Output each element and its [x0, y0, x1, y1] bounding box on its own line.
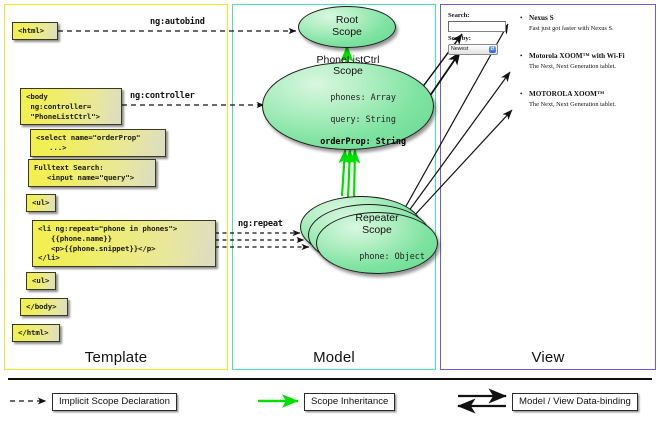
scope-repeater-properties: phone: Object — [329, 240, 425, 273]
sort-select[interactable]: Newest ⇵ — [448, 44, 498, 55]
phone-name[interactable]: Nexus S — [529, 14, 554, 22]
phone-name[interactable]: Motorola XOOM™ with Wi-Fi — [529, 52, 625, 60]
search-label: Search: — [448, 12, 470, 19]
column-label-model: Model — [313, 349, 355, 366]
sort-label: Sort by: — [448, 35, 471, 42]
bullet-icon: • — [520, 14, 523, 22]
template-box-ul-close-tag[interactable]: <ul> — [26, 272, 56, 290]
scope-root-title: Root Scope — [332, 14, 362, 38]
scope-phonelistctrl-title: PhoneListCtrl Scope — [316, 53, 380, 78]
template-box-body-controller-tag[interactable]: <body ng:controller= "PhoneListCtrl"> — [20, 88, 122, 126]
scope-phonelistctrl[interactable]: PhoneListCtrl Scope phones: Array query:… — [262, 54, 434, 150]
legend-divider — [8, 378, 652, 380]
phone-snippet: The Next, Next Generation tablet. — [529, 101, 616, 108]
arrow-databinding-list-1 — [395, 23, 509, 225]
arrow-databinding-list-2 — [391, 71, 511, 235]
view-pane: Search: Sort by: Newest ⇵ • Nexus S Fast… — [448, 12, 648, 127]
column-label-view: View — [531, 349, 565, 366]
legend-implicit-scope-declaration: Implicit Scope Declaration — [52, 393, 177, 411]
template-box-li-ngrepeat-tag[interactable]: <li ng:repeat="phone in phones"> {{phone… — [32, 220, 216, 268]
template-box-body-close-tag[interactable]: </body> — [20, 298, 68, 316]
bullet-icon: • — [520, 90, 523, 98]
column-model: Model — [232, 4, 436, 370]
scope-repeater[interactable]: Repeater Scope phone: Object — [316, 212, 438, 274]
connector-label-ng-autobind: ng:autobind — [150, 17, 205, 27]
template-box-fulltext-search-input[interactable]: Fulltext Search: <input name="query"> — [28, 159, 156, 187]
column-label-template: Template — [84, 349, 148, 366]
scope-prop-query: query: String — [330, 113, 396, 124]
column-view: View — [440, 4, 656, 370]
bullet-icon: • — [520, 52, 523, 60]
phone-snippet: Fast just got faster with Nexus S. — [529, 25, 614, 32]
template-box-html-close-tag[interactable]: </html> — [12, 324, 60, 342]
scope-phonelistctrl-properties: phones: Array query: String orderProp: S… — [290, 81, 406, 157]
phone-snippet: The Next, Next Generation tablet. — [529, 63, 616, 70]
scope-prop-phone: phone: Object — [359, 250, 425, 261]
connector-label-ng-controller: ng:controller — [130, 91, 195, 101]
phone-name[interactable]: MOTOROLA XOOM™ — [529, 90, 605, 98]
arrow-scope-inheritance-repeater — [338, 149, 361, 201]
legend-model-view-data-binding: Model / View Data-binding — [512, 393, 638, 411]
scope-prop-orderprop: orderProp: String — [320, 135, 406, 146]
arrow-ng-repeat — [215, 229, 310, 251]
template-box-select-orderprop-tag[interactable]: <select name="orderProp" ...> — [30, 129, 166, 157]
template-box-html-open-tag[interactable]: <html> — [12, 22, 58, 40]
scope-prop-phones: phones: Array — [330, 91, 396, 102]
legend-scope-inheritance: Scope Inheritance — [304, 393, 396, 411]
connector-label-ng-repeat: ng:repeat — [238, 219, 283, 229]
template-box-ul-open-tag[interactable]: <ul> — [26, 194, 56, 212]
sort-select-value: Newest — [451, 46, 469, 52]
chevron-updown-icon: ⇵ — [489, 46, 496, 53]
scope-repeater-title: Repeater Scope — [355, 212, 399, 237]
search-input[interactable] — [448, 21, 506, 32]
scope-root[interactable]: Root Scope — [298, 6, 396, 48]
